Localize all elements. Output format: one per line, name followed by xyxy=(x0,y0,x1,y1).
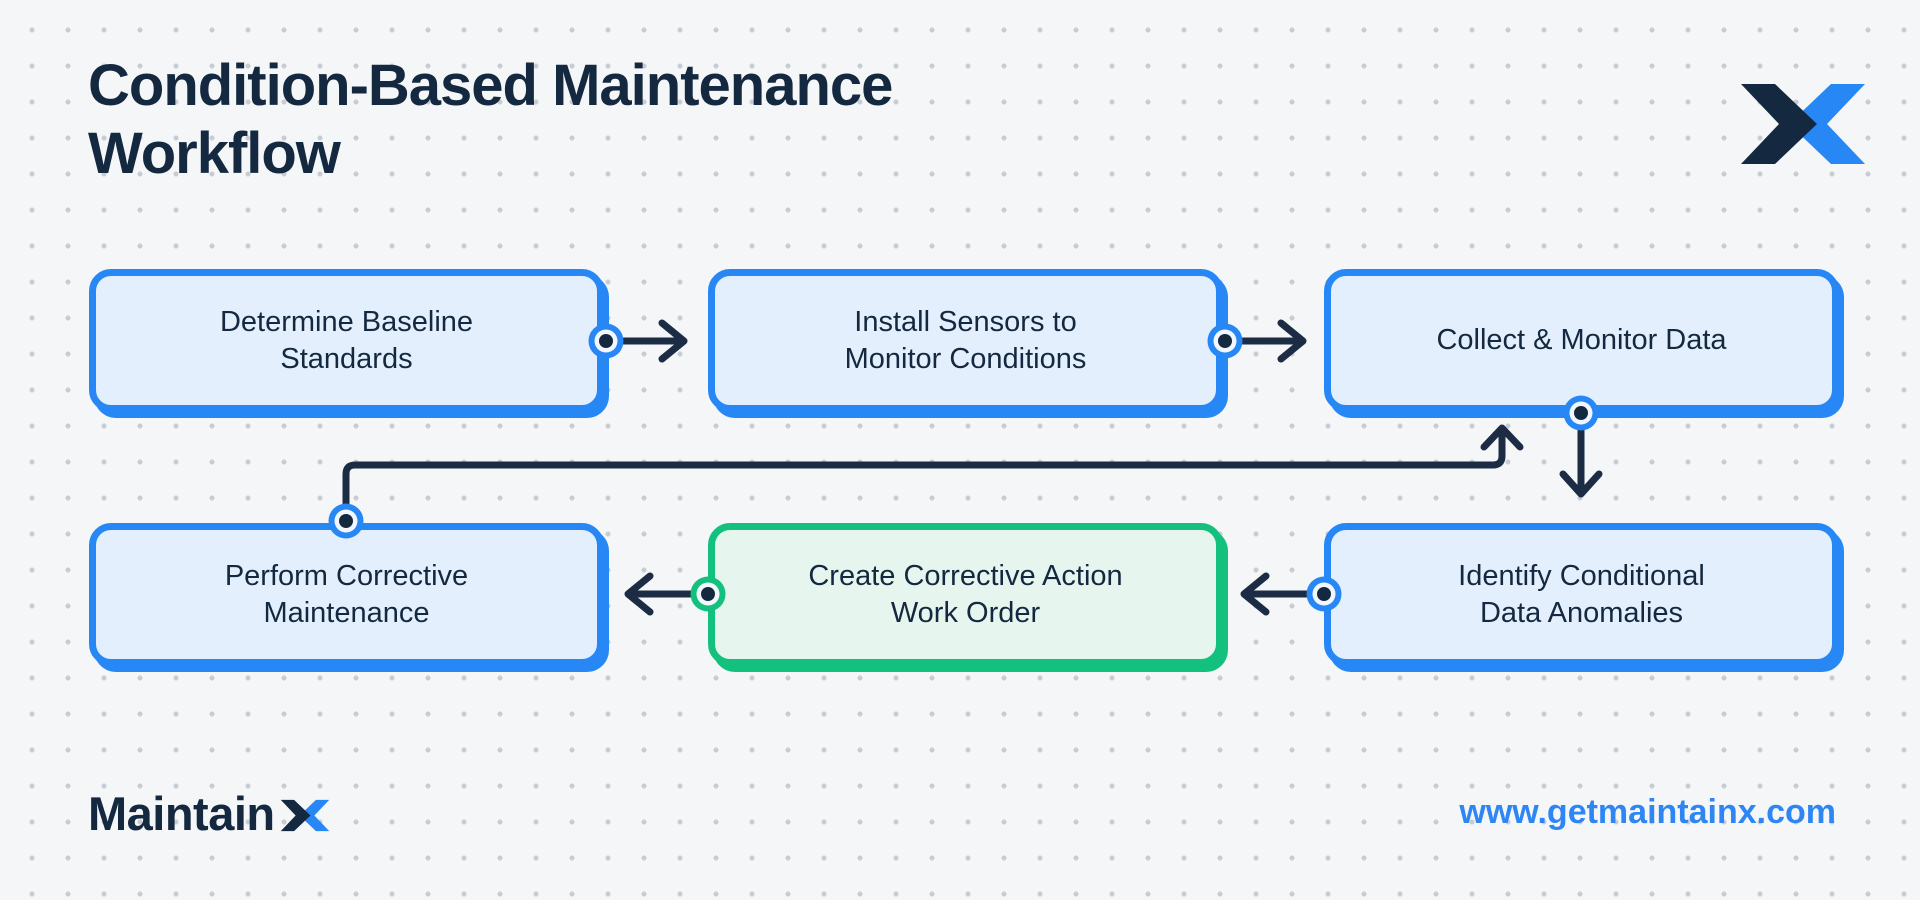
maintainx-wordmark-text: Maintain xyxy=(88,787,275,840)
step-box-perform-corrective-maintenance: Perform Corrective Maintenance xyxy=(89,523,604,666)
step-label: Identify Conditional Data Anomalies xyxy=(1458,559,1705,629)
step-box-collect-monitor-data: Collect & Monitor Data xyxy=(1324,269,1839,412)
page-title-line1: Condition-Based Maintenance xyxy=(88,53,893,118)
arrow-collect-to-identify xyxy=(1559,409,1603,498)
page-title: Condition-Based Maintenance Workflow xyxy=(88,52,893,188)
maintainx-wordmark: Maintain xyxy=(88,786,330,841)
maintainx-wordmark-x-icon xyxy=(280,799,329,832)
step-label: Collect & Monitor Data xyxy=(1436,324,1727,356)
step-label: Install Sensors to Monitor Conditions xyxy=(844,305,1087,375)
step-box-identify-data-anomalies: Identify Conditional Data Anomalies xyxy=(1324,523,1839,666)
step-box-determine-baseline-standards: Determine Baseline Standards xyxy=(89,269,604,412)
arrow-install-to-collect xyxy=(1221,319,1307,363)
website-url: www.getmaintainx.com xyxy=(1459,793,1836,831)
step-box-create-corrective-work-order: Create Corrective Action Work Order xyxy=(708,523,1223,666)
step-label: Perform Corrective Maintenance xyxy=(224,559,469,629)
page-title-line2: Workflow xyxy=(88,121,341,186)
feedback-arrow-perform-to-collect xyxy=(342,424,1524,525)
step-label: Create Corrective Action Work Order xyxy=(808,559,1123,629)
arrow-create-to-perform xyxy=(624,572,712,616)
arrow-identify-to-create xyxy=(1240,572,1328,616)
step-box-install-sensors: Install Sensors to Monitor Conditions xyxy=(708,269,1223,412)
maintainx-x-logo-icon xyxy=(1741,84,1865,164)
step-label: Determine Baseline Standards xyxy=(219,305,474,375)
arrow-determine-to-install xyxy=(602,319,688,363)
